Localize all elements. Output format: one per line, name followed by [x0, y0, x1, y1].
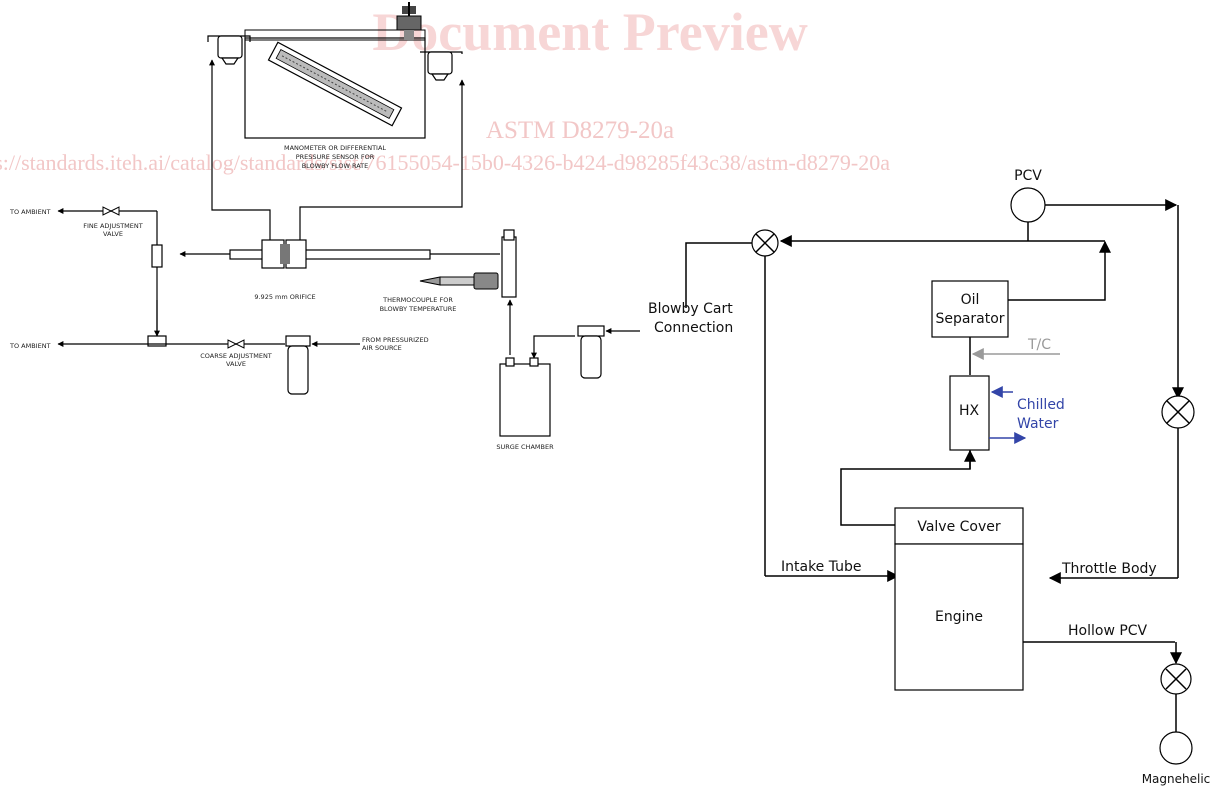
air-source-label-1: FROM PRESSURIZED [362, 336, 429, 344]
surge-chamber-label: SURGE CHAMBER [496, 443, 554, 451]
blowby-filter [577, 325, 605, 379]
to-ambient-bottom: TO AMBIENT [9, 342, 51, 350]
tc-label: T/C [1027, 337, 1051, 353]
orifice [261, 239, 307, 269]
hx-label: HX [959, 403, 980, 419]
intake-tube-label: Intake Tube [781, 559, 862, 575]
oil-separator-label-1: Oil [961, 292, 980, 308]
magnehelic-gauge [1159, 731, 1193, 765]
blowby-label-2: Connection [654, 320, 733, 336]
top-valve [751, 229, 779, 257]
thermocouple [419, 272, 499, 290]
surge-chamber [499, 357, 551, 437]
chilled-water-label-1: Chilled [1017, 397, 1065, 413]
fine-valve-label-1: FINE ADJUSTMENT [83, 222, 142, 230]
coarse-valve-label-1: COARSE ADJUSTMENT [200, 352, 272, 360]
hollow-pcv-valve [1160, 663, 1192, 695]
thermocouple-label-1: THERMOCOUPLE FOR [382, 296, 453, 304]
blowby-label-1: Blowby Cart [648, 301, 733, 317]
coarse-valve-label-2: VALVE [226, 360, 246, 368]
engine-block [894, 507, 1024, 691]
manometer [207, 2, 463, 139]
watermark-url: https://standards.iteh.ai/catalog/standa… [0, 150, 890, 175]
oil-separator [931, 280, 1009, 338]
engine-label: Engine [935, 609, 983, 625]
air-source-label-2: AIR SOURCE [362, 344, 402, 352]
orifice-label: 9.925 mm ORIFICE [254, 293, 315, 301]
pcv-label: PCV [1014, 168, 1042, 184]
fine-valve-label-2: VALVE [103, 230, 123, 238]
coarse-adjust-valve [227, 339, 245, 349]
valve-cover-label: Valve Cover [917, 519, 1001, 535]
magnehelic-label: Magnehelic [1142, 772, 1211, 786]
throttle-body-label: Throttle Body [1061, 561, 1157, 577]
chilled-water-label-2: Water [1017, 416, 1059, 432]
thermocouple-label-2: BLOWBY TEMPERATURE [380, 305, 457, 313]
throttle-valve [1161, 395, 1195, 429]
pcv-valve [1010, 187, 1046, 223]
hollow-pcv-label: Hollow PCV [1068, 623, 1148, 639]
manometer-label-3: BLOWBY FLOW RATE [302, 162, 369, 170]
oil-separator-label-2: Separator [935, 311, 1004, 327]
fine-adjust-valve [102, 206, 120, 216]
manometer-label-2: PRESSURE SENSOR FOR [296, 153, 375, 161]
watermark-standard: ASTM D8279-20a [486, 117, 674, 144]
to-ambient-top: TO AMBIENT [9, 208, 51, 216]
air-filter [285, 335, 311, 395]
manometer-label-1: MANOMETER OR DIFFERENTIAL [284, 144, 386, 152]
